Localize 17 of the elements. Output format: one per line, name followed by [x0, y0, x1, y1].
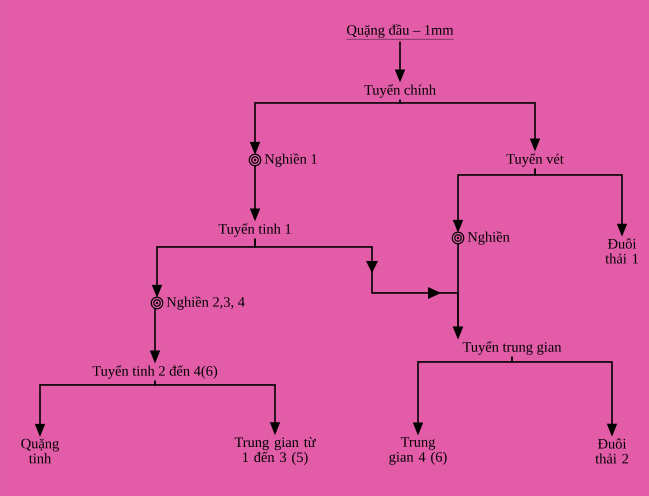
product-label: Trung gian từ 1 đến 3 (5) [234, 436, 316, 466]
heading-text: Quặng đầu – 1mm [346, 24, 454, 40]
process-label: Tuyển trung gian [462, 341, 562, 355]
grinding-circle [150, 296, 164, 310]
side-label: Nghiền 1 [264, 153, 317, 167]
process-label: Tuyển tinh 1 [218, 223, 291, 237]
grinding-circle [452, 232, 464, 244]
process-label: Tuyển tinh 2 đến 4(6) [92, 365, 218, 379]
process-label: Tuyển vét [506, 153, 564, 167]
product-label: Đuôi thải 1 [605, 238, 638, 264]
side-label: Nghiền 2,3, 4 [166, 296, 245, 310]
product-label: Đuôi thải 2 [595, 438, 628, 464]
process-label: Tuyển chính [364, 84, 436, 98]
product-label: Quặng tinh [21, 438, 59, 464]
product-label: Trung gian 4 (6) [389, 437, 447, 465]
grinding-circle [248, 154, 262, 166]
side-label: Nghiền [468, 231, 510, 245]
